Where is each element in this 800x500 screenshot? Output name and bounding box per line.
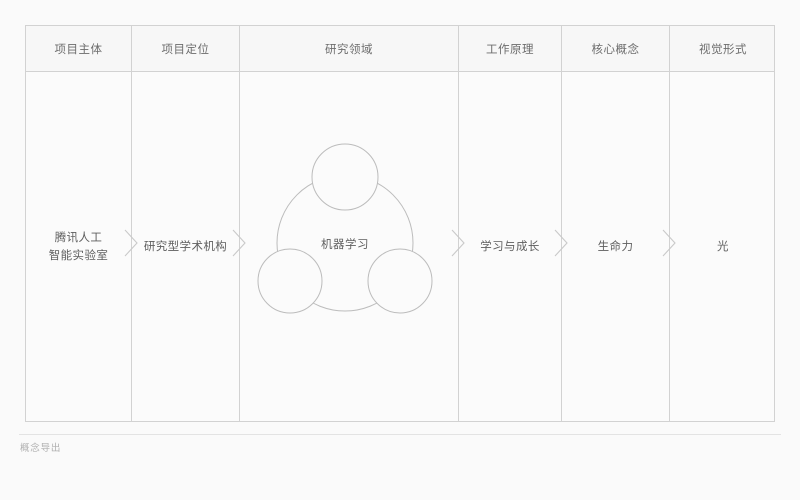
cell-working-principle[interactable]: 学习与成长 [459,72,561,422]
nlp-circle [257,248,323,314]
column-header-project-position[interactable]: 项目定位 [132,26,239,71]
cell-value: 腾讯人工 智能实验室 [48,230,109,262]
concept-matrix-table: 项目主体 项目定位 研究领域 工作原理 核心概念 视觉形式 腾讯人工 智能实验室… [25,25,775,422]
research-field-diagram [257,140,433,320]
cell-visual-form[interactable]: 光 [670,72,776,422]
column-divider-2 [239,26,240,421]
column-header-label: 视觉形式 [699,41,747,56]
cell-value: 研究型学术机构 [143,239,228,254]
column-header-label: 工作原理 [486,41,534,56]
column-header-project-entity[interactable]: 项目主体 [26,26,131,71]
column-header-working-principle[interactable]: 工作原理 [459,26,561,71]
table-header-row [26,26,774,72]
cell-value: 学习与成长 [480,239,540,254]
diagram-circles [257,143,433,314]
column-header-core-concept[interactable]: 核心概念 [562,26,669,71]
column-header-label: 项目主体 [54,41,103,56]
diagram-center-label: 机器学习 [321,237,369,251]
column-header-label: 项目定位 [161,41,210,56]
cell-value: 光 [717,239,729,254]
cell-value: 生命力 [597,239,634,254]
computer-vision-circle [311,143,379,211]
column-header-visual-form[interactable]: 视觉形式 [670,26,776,71]
column-header-label: 研究领域 [325,41,373,56]
column-header-research-field[interactable]: 研究领域 [240,26,458,71]
column-divider-5 [669,26,670,421]
speech-recognition-circle [367,248,433,314]
column-divider-4 [561,26,562,421]
column-header-label: 核心概念 [591,41,640,56]
column-divider-1 [131,26,132,421]
footer-divider [19,434,781,435]
column-divider-3 [458,26,459,421]
cell-core-concept[interactable]: 生命力 [562,72,669,422]
cell-project-position[interactable]: 研究型学术机构 [132,72,239,422]
cell-project-entity[interactable]: 腾讯人工 智能实验室 [26,72,131,422]
footer-caption: 概念导出 [20,443,62,454]
